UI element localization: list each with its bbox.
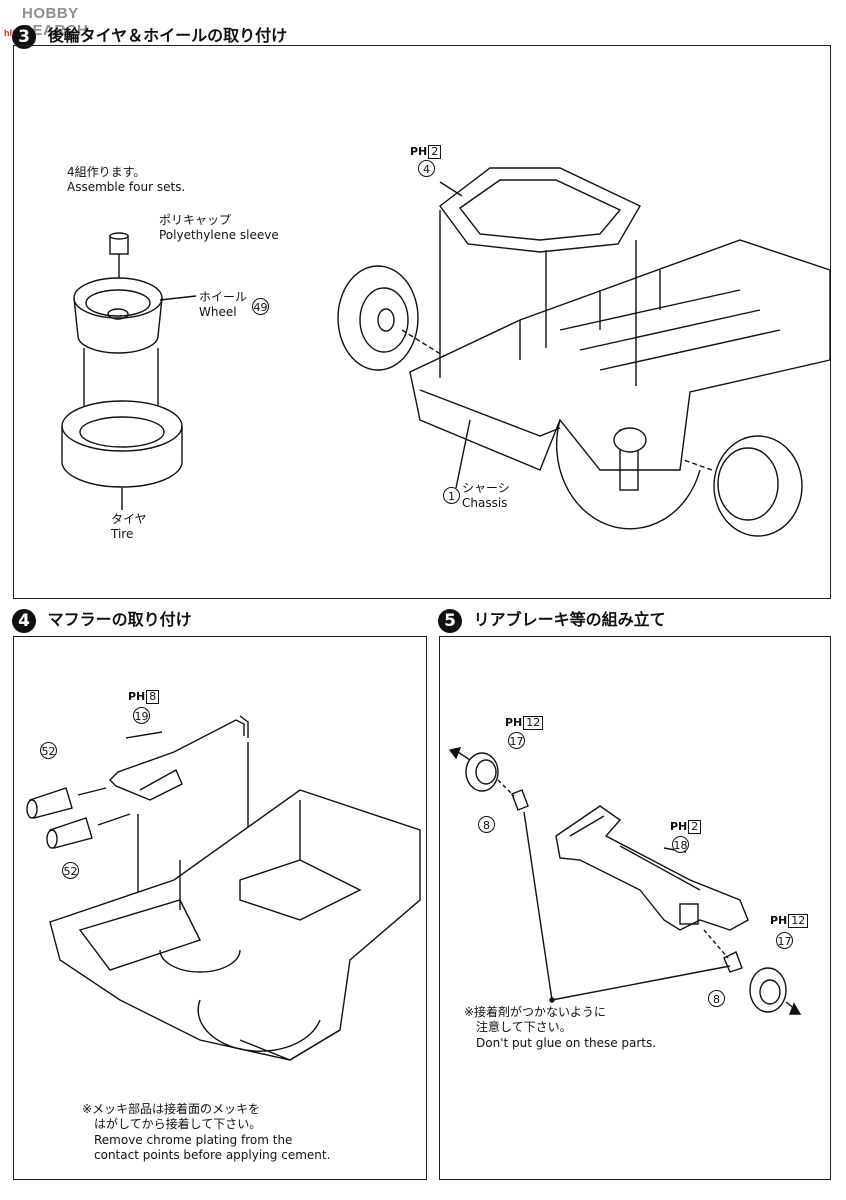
step3-heading: 3 後輪タイヤ＆ホイールの取り付け <box>12 22 287 49</box>
step4-note-en-2: contact points before applying cement. <box>94 1148 331 1162</box>
chassis-label-jp: シャーシ <box>462 481 510 495</box>
wheel-label-en: Wheel <box>199 305 237 319</box>
muffler-part-number: 19 <box>133 707 150 724</box>
muffler-tip-a-number: 52 <box>40 742 57 759</box>
step5-ph-a-number: 12 <box>523 716 544 730</box>
pin-a-part-number: 8 <box>478 816 495 833</box>
frame-ph-number: 2 <box>428 145 442 159</box>
sleeve-label-jp: ポリキャップ <box>159 213 232 227</box>
drum-a-part-number: 17 <box>508 732 525 749</box>
step5-heading: 5 リアブレーキ等の組み立て <box>438 606 666 633</box>
step4-title: マフラーの取り付け <box>47 610 192 629</box>
drum-b-part-number: 17 <box>776 932 793 949</box>
assemble-note-en: Assemble four sets. <box>67 180 186 194</box>
step5-ph-b-number: 2 <box>688 820 702 834</box>
step4-number: 4 <box>12 608 36 633</box>
step4-note-jp-2: はがしてから接着して下さい。 <box>94 1117 262 1131</box>
step5-note-en: Don't put glue on these parts. <box>476 1036 657 1050</box>
step4-ph-label: PH <box>128 690 146 703</box>
step4-panel <box>13 636 427 1180</box>
chassis-label-en: Chassis <box>462 496 508 510</box>
step3-title: 後輪タイヤ＆ホイールの取り付け <box>47 26 288 45</box>
step5-panel <box>439 636 831 1180</box>
chassis-part-number: 1 <box>443 487 460 504</box>
step4-heading: 4 マフラーの取り付け <box>12 606 192 633</box>
step3-number: 3 <box>12 24 36 49</box>
frame-ph-label: PH <box>410 145 428 158</box>
step5-number: 5 <box>438 608 462 633</box>
tire-label-en: Tire <box>111 527 134 541</box>
watermark-brand: HOBBY SEARCH <box>22 5 89 39</box>
axle-part-number: 18 <box>672 836 689 853</box>
step5-ph-a-label: PH <box>505 716 523 729</box>
step5-ph-c-number: 12 <box>788 914 809 928</box>
sleeve-label-en: Polyethylene sleeve <box>159 228 279 242</box>
step4-ph-number: 8 <box>146 690 160 704</box>
muffler-tip-b-number: 52 <box>62 862 79 879</box>
tire-label-jp: タイヤ <box>111 512 147 526</box>
assemble-note-jp: 4組作ります。 <box>67 165 146 179</box>
wheel-part-number: 49 <box>252 298 269 315</box>
step5-title: リアブレーキ等の組み立て <box>473 610 666 629</box>
frame-part-number: 4 <box>418 160 435 177</box>
step5-note-jp-1: ※接着剤がつかないように <box>464 1005 606 1019</box>
step5-note-jp-2: 注意して下さい。 <box>476 1020 572 1034</box>
step5-ph-c-label: PH <box>770 914 788 927</box>
step4-note-en-1: Remove chrome plating from the <box>94 1133 293 1147</box>
pin-b-part-number: 8 <box>708 990 725 1007</box>
step4-note-jp-1: ※メッキ部品は接着面のメッキを <box>82 1102 261 1116</box>
wheel-label-jp: ホイール <box>199 290 248 304</box>
step5-ph-b-label: PH <box>670 820 688 833</box>
